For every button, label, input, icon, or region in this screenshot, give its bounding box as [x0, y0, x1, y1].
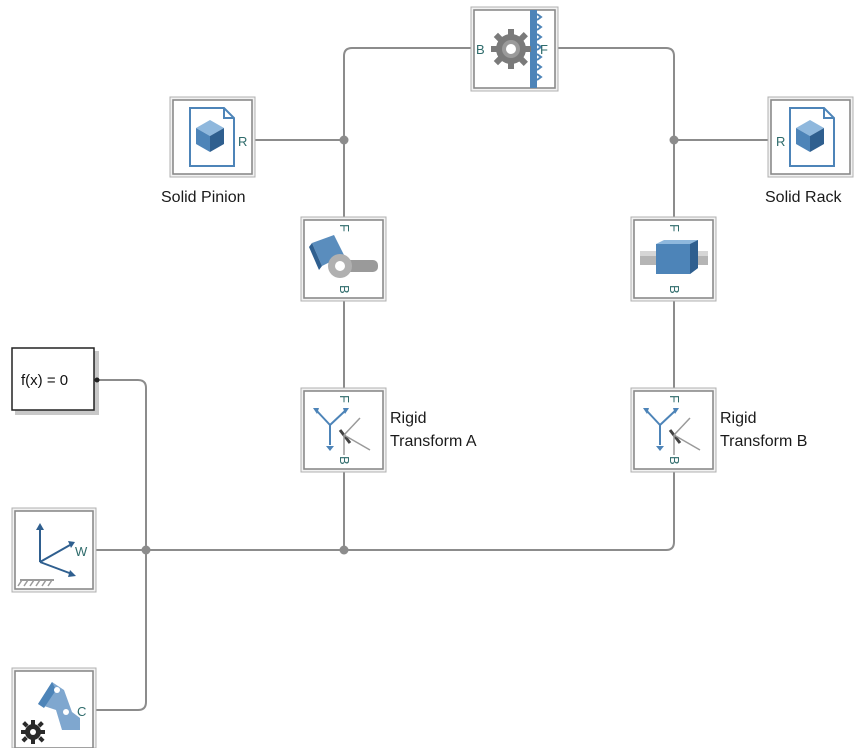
wire-gear-b-left[interactable] [343, 47, 473, 218]
mechanism-configuration-block[interactable]: C [11, 667, 97, 748]
world-frame-block[interactable]: W [11, 507, 97, 593]
port-label-b: B [667, 285, 682, 294]
port-label-f: F [337, 224, 352, 232]
revolute-joint-icon [309, 235, 378, 278]
port-label-b: B [476, 42, 485, 57]
port-label-b: B [337, 285, 352, 294]
connection-lines [94, 47, 770, 711]
rigid-transform-b-label-line1: Rigid [720, 410, 756, 427]
rack-pinion-gear-icon [491, 10, 543, 88]
solver-config-text: f(x) = 0 [21, 372, 68, 389]
port-label-r: R [776, 134, 785, 149]
rigid-transform-b-block[interactable]: F B [630, 387, 717, 473]
wire-gear-f-right[interactable] [556, 47, 675, 218]
junction-dot [339, 135, 349, 145]
solid-rack-block[interactable]: R [767, 96, 854, 178]
solid-cube-icon [189, 107, 235, 167]
rigid-transform-a-label-line2: Transform A [390, 433, 477, 450]
port-label-c: C [77, 704, 86, 719]
port-label-b: B [667, 456, 682, 465]
wire-mechanism[interactable] [94, 550, 147, 711]
port-label-b: B [337, 456, 352, 465]
port-label-f: F [540, 42, 548, 57]
prismatic-joint-block[interactable]: F B [630, 216, 717, 302]
rigid-transform-icon [313, 408, 371, 455]
port-label-r: R [238, 134, 247, 149]
port-label-f: F [667, 224, 682, 232]
rack-pinion-constraint-block[interactable]: B F [470, 6, 559, 92]
junction-dot [339, 545, 349, 555]
solid-rack-label: Solid Rack [765, 189, 842, 206]
revolute-joint-block[interactable]: F B [300, 216, 387, 302]
rigid-transform-b-label-line2: Transform B [720, 433, 807, 450]
wire-solver[interactable] [97, 379, 147, 550]
junction-dot [141, 545, 151, 555]
rigid-transform-a-block[interactable]: F B [300, 387, 387, 473]
solid-pinion-label: Solid Pinion [161, 189, 246, 206]
port-label-f: F [667, 395, 682, 403]
solver-configuration-block[interactable]: f(x) = 0 [11, 347, 100, 415]
wire-transform-b-bus[interactable] [344, 470, 675, 551]
prismatic-joint-icon [640, 240, 708, 274]
solid-cube-icon [789, 107, 835, 167]
mechanism-configuration-icon [38, 682, 80, 730]
port-label-w: W [75, 544, 88, 559]
rigid-transform-a-label-line1: Rigid [390, 410, 426, 427]
gear-icon [21, 720, 45, 744]
world-frame-icon [17, 523, 76, 587]
rigid-transform-icon [643, 408, 701, 455]
solid-pinion-block[interactable]: R [169, 96, 256, 178]
port-label-f: F [337, 395, 352, 403]
junction-dot [669, 135, 679, 145]
